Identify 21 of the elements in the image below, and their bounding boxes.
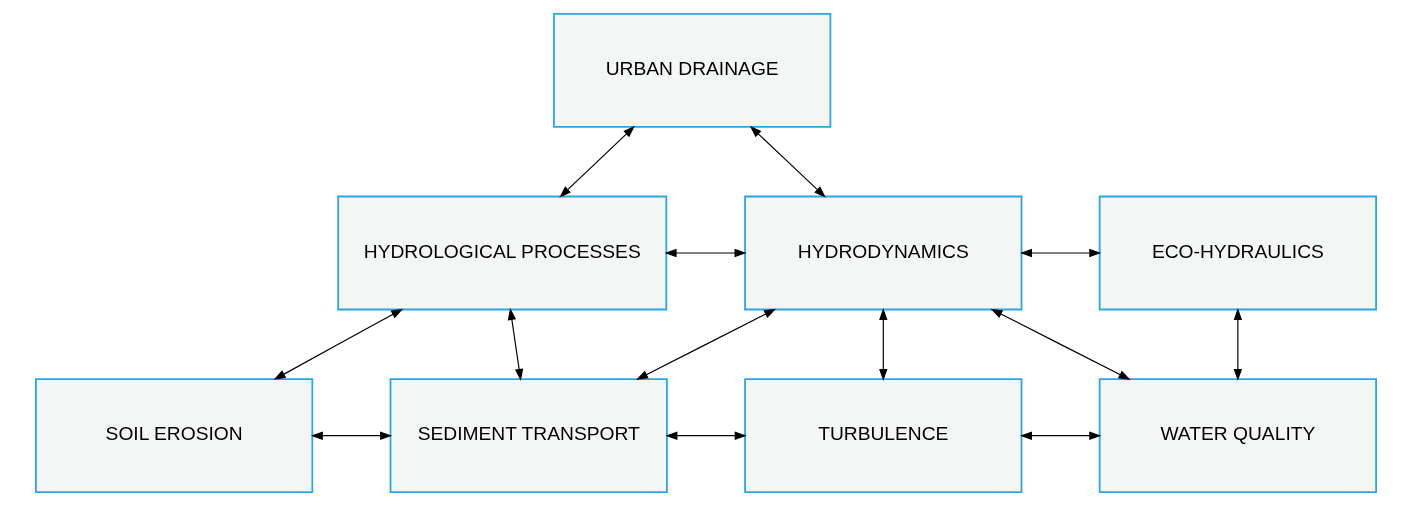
node-box: TURBULENCE (744, 377, 1023, 493)
node-box: SEDIMENT TRANSPORT (389, 377, 668, 493)
arrow (1019, 431, 1102, 440)
arrow (749, 125, 826, 198)
arrow (665, 431, 747, 440)
node-box: HYDRODYNAMICS (744, 195, 1023, 310)
node-box: SOIL EROSION (35, 377, 314, 493)
arrow (879, 307, 888, 381)
arrow (310, 431, 393, 440)
arrow (1233, 307, 1243, 381)
arrow (559, 125, 635, 198)
arrow (507, 307, 524, 381)
node-box: URBAN DRAINAGE (553, 12, 832, 128)
node-box: HYDROLOGICAL PROCESSES (337, 195, 668, 310)
node-box: ECO-HYDRAULICS (1098, 195, 1377, 310)
arrow (273, 308, 404, 380)
node-box: WATER QUALITY (1098, 377, 1377, 493)
arrow (636, 308, 777, 380)
arrow (664, 248, 747, 257)
arrow (990, 308, 1131, 380)
arrow (1019, 248, 1102, 257)
